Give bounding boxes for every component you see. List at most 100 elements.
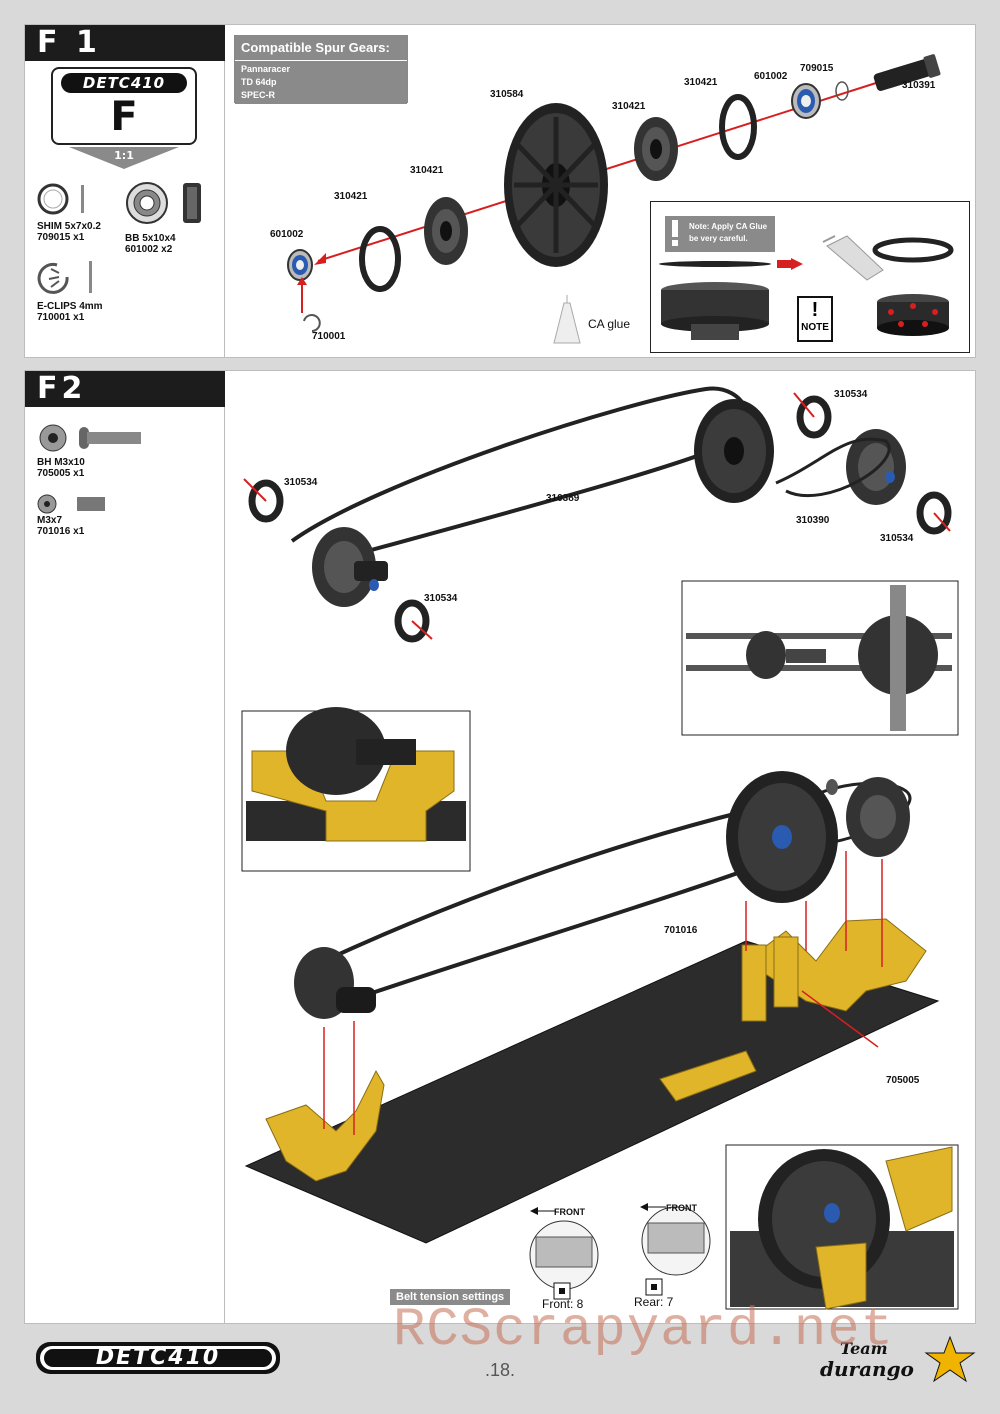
belt-icon <box>775 437 891 498</box>
shim-icon <box>835 81 849 101</box>
part-eclip-name: E-CLIPS 4mm <box>37 301 103 312</box>
footer-model-text: DETC410 <box>95 1345 221 1370</box>
callout-bearing: 601002 <box>270 229 304 240</box>
bulkhead-icon <box>885 1146 953 1232</box>
callout-spacer: 310421 <box>684 77 718 88</box>
shim-ring-icon <box>659 261 771 267</box>
pulley-icon <box>286 707 386 795</box>
callout-pulley-ring: 310534 <box>424 593 458 604</box>
part-bh-screw-name: BH M3x10 <box>37 457 85 468</box>
belt-icon <box>686 633 952 639</box>
pulley-icon <box>826 777 910 857</box>
bulkhead-icon <box>265 918 927 1182</box>
ball-bearing-icon <box>126 182 201 224</box>
install-arrows <box>243 392 951 640</box>
pulley-icon <box>294 947 376 1019</box>
spur-gears-list: Pannaracer TD 64dp SPEC-R <box>235 60 407 104</box>
note-pill: Note: Apply CA Glue be very careful. <box>665 216 775 252</box>
alignment-lines <box>323 851 883 1135</box>
pulley-hub-icon <box>877 294 949 336</box>
f2-parts-column: F2 BH M3x10 705005 x1 M3x7 701016 x1 <box>25 371 225 1323</box>
callout-pulley: 310421 <box>410 165 444 176</box>
spur-gear-icon <box>504 103 608 267</box>
callout-spacer: 310421 <box>334 191 368 202</box>
callout-pulley-ring: 310534 <box>834 389 868 400</box>
part-set-screw-code: 701016 x1 <box>37 526 85 537</box>
callout-pulley: 310421 <box>612 101 646 112</box>
step-f1-section: F 1 DETC410 F 1:1 SHIM 5x7x0.2 709015 x1 <box>24 24 976 358</box>
shaft-icon <box>873 54 941 91</box>
note-badge-label: NOTE <box>801 322 829 333</box>
ca-glue-bottle-icon <box>822 235 884 281</box>
spacer-ring-icon <box>719 94 757 160</box>
belt-tension-label: Belt tension settings <box>390 1289 511 1305</box>
shim-icon <box>37 183 84 215</box>
scale-arrow-icon <box>69 147 179 169</box>
f1-parts-column: F 1 DETC410 F 1:1 SHIM 5x7x0.2 709015 x1 <box>25 25 225 357</box>
pulley-icon <box>312 527 388 607</box>
rear-tension-setting: Rear: 7 <box>634 1295 674 1309</box>
step-letter: F <box>110 94 138 140</box>
front-label: FRONT <box>666 1203 697 1213</box>
note-arrow-icon <box>791 258 803 270</box>
axis-arrowhead-icon <box>314 253 326 265</box>
front-label: FRONT <box>554 1207 585 1217</box>
pulley-ring-icon <box>796 395 832 439</box>
part-bearing-code: 601002 x2 <box>125 244 173 255</box>
e-clip-icon <box>303 314 321 332</box>
model-logo: DETC410 <box>61 73 187 93</box>
part-bh-screw-code: 705005 x1 <box>37 468 85 479</box>
pulley-ring-icon <box>248 479 284 523</box>
step-f2-section: F2 BH M3x10 705005 x1 M3x7 701016 x1 <box>24 370 976 1324</box>
set-screw-icon <box>37 494 105 514</box>
step-f1-title: F 1 <box>25 25 225 61</box>
step-f2-title: F2 <box>25 371 225 407</box>
callout-bh-screw: 705005 <box>886 1075 920 1086</box>
f2-exploded-diagram <box>241 386 959 1310</box>
callout-pulley-ring: 310534 <box>880 533 914 544</box>
note-line-2: be very careful. <box>689 234 748 243</box>
note-diagram <box>659 235 954 340</box>
exclamation-icon: ! <box>811 299 819 321</box>
ca-glue-note-box: Note: Apply CA Glue be very careful. <box>650 201 970 353</box>
f1-exploded-diagram <box>287 54 941 344</box>
spacer-ring-icon <box>359 226 401 292</box>
team-durango-logo: Team durango <box>810 1335 980 1387</box>
page-number: .18. <box>484 1360 516 1380</box>
callout-belt-long: 310389 <box>546 493 580 504</box>
spur-gears-title: Compatible Spur Gears: <box>235 36 407 60</box>
model-logo-box: DETC410 F <box>51 67 197 145</box>
brand-line-2: durango <box>820 1357 914 1381</box>
part-bearing-name: BB 5x10x4 <box>125 233 176 244</box>
note-badge: ! NOTE <box>797 296 833 342</box>
spur-gear-item: Pannaracer <box>241 64 291 74</box>
belt-icon <box>686 665 952 671</box>
exclamation-icon <box>672 220 678 246</box>
callout-shaft: 310391 <box>902 80 936 91</box>
pulley-icon <box>634 117 678 181</box>
pulley-icon <box>846 429 906 505</box>
shim-ring-icon <box>872 237 954 263</box>
pulley-icon <box>746 631 786 679</box>
callout-belt-short: 310390 <box>796 515 830 526</box>
footer-model-logo <box>36 1342 280 1374</box>
part-shim-code: 709015 x1 <box>37 232 85 243</box>
callout-pulley-ring: 310534 <box>284 477 318 488</box>
callout-bearing: 601002 <box>754 71 788 82</box>
spur-gear-item: SPEC-R <box>241 90 276 100</box>
bearing-icon <box>791 83 821 119</box>
bulkhead-icon <box>815 1242 867 1310</box>
watermark: RCScrapyard.net <box>393 1300 895 1361</box>
e-clip-arrowhead-icon <box>297 277 307 285</box>
pulley-icon <box>424 197 468 265</box>
bearing-icon <box>287 249 313 281</box>
part-eclip-code: 710001 x1 <box>37 312 85 323</box>
pulley-ring-icon <box>916 491 952 535</box>
part-shim-name: SHIM 5x7x0.2 <box>37 221 101 232</box>
compatible-spur-gears-box: Compatible Spur Gears: Pannaracer TD 64d… <box>234 35 408 104</box>
callout-set-screw: 701016 <box>664 925 698 936</box>
pulley-hub-icon <box>661 282 769 340</box>
part-set-screw-name: M3x7 <box>37 515 63 526</box>
front-tension-setting: Front: 8 <box>542 1297 584 1311</box>
